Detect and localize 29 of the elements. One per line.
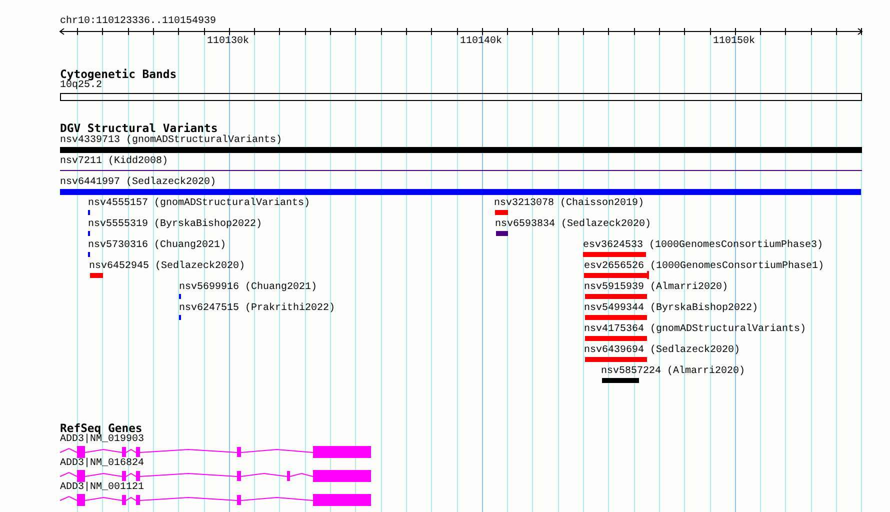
variant-label: nsv5857224 (Almarri2020)	[601, 366, 746, 377]
transcript-label: ADD3|NM_016824	[60, 458, 144, 469]
variant-label: nsv4555157 (gnomADStructuralVariants)	[88, 198, 310, 209]
variant-label: nsv4339713 (gnomADStructuralVariants)	[60, 135, 282, 146]
tick-label: 110140k	[460, 36, 502, 47]
chr-position: chr10:110123336..110154939	[60, 16, 216, 27]
variant-label: nsv5915939 (Almarri2020)	[584, 282, 728, 293]
transcript-label: ADD3|NM_019903	[60, 434, 144, 445]
variant-label: esv2656526 (1000GenomesConsortiumPhase1)	[584, 261, 824, 272]
variant-label: nsv6441997 (Sedlazeck2020)	[60, 177, 216, 188]
variant-label: nsv6593834 (Sedlazeck2020)	[495, 219, 652, 230]
transcript-label: ADD3|NM_001121	[60, 482, 144, 493]
variant-label: nsv5555319 (ByrskaBishop2022)	[88, 219, 262, 230]
track-title: Cytogenetic Bands	[60, 68, 177, 80]
variant-label: nsv4175364 (gnomADStructuralVariants)	[584, 324, 806, 335]
track-title: DGV Structural Variants	[60, 122, 218, 134]
variant-label: nsv5699916 (Chuang2021)	[179, 282, 318, 293]
variant-label: nsv6452945 (Sedlazeck2020)	[89, 261, 246, 272]
variant-label: nsv7211 (Kidd2008)	[60, 156, 168, 167]
tick-label: 110150k	[713, 36, 756, 47]
band-label: 10q25.2	[60, 80, 102, 91]
variant-label: nsv5499344 (ByrskaBishop2022)	[584, 303, 758, 314]
track-title: RefSeq Genes	[60, 422, 142, 434]
variant-label: esv3624533 (1000GenomesConsortiumPhase3)	[583, 240, 824, 251]
variant-label: nsv6247515 (Prakrithi2022)	[179, 303, 336, 314]
variant-label: nsv6439694 (Sedlazeck2020)	[584, 345, 740, 356]
variant-label: nsv3213078 (Chaisson2019)	[494, 198, 644, 209]
variant-label: nsv5730316 (Chuang2021)	[88, 240, 226, 251]
tick-label: 110130k	[207, 36, 250, 47]
